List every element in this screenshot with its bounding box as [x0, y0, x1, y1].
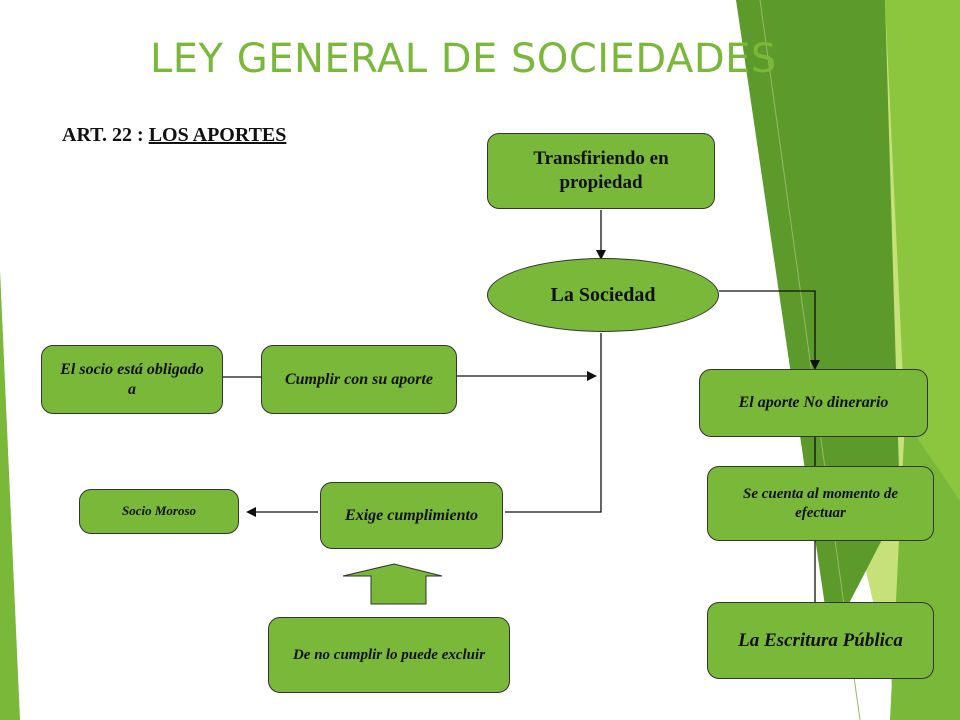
node-exige: Exige cumplimiento: [320, 482, 503, 549]
node-no-cumplir: De no cumplir lo puede excluir: [268, 617, 510, 693]
node-aporte-no-dinerario: El aporte No dinerario: [699, 369, 928, 437]
arrowhead-right-sociedad: [587, 371, 597, 381]
page-title: LEY GENERAL DE SOCIEDADES: [150, 36, 777, 82]
node-escritura: La Escritura Pública: [707, 602, 934, 679]
decor-shard-dark: [736, 0, 900, 640]
node-socio-obligado: El socio está obligado a: [41, 345, 223, 414]
article-heading: ART. 22 : LOS APORTES: [62, 124, 286, 147]
up-arrow-icon: [342, 563, 443, 605]
connector-sociedad-aporte: [719, 290, 816, 360]
article-topic: LOS APORTES: [148, 124, 287, 146]
node-sociedad: La Sociedad: [487, 258, 719, 332]
arrowhead-down-sociedad: [596, 250, 606, 260]
connectors: [222, 210, 816, 603]
node-transfiriendo: Transfiriendo en propiedad: [487, 133, 715, 209]
decor-left-sliver: [0, 270, 20, 720]
node-se-cuenta: Se cuenta al momento de efectuar: [707, 466, 934, 541]
arrowheads: [246, 250, 820, 517]
node-cumplir: Cumplir con su aporte: [261, 345, 457, 414]
article-number: ART. 22 :: [62, 124, 149, 146]
node-socio-moroso: Socio Moroso: [79, 489, 239, 534]
arrowhead-down-aporte: [810, 360, 820, 370]
arrowhead-left-moroso: [246, 507, 256, 517]
connector-sociedad-exige: [505, 333, 602, 513]
